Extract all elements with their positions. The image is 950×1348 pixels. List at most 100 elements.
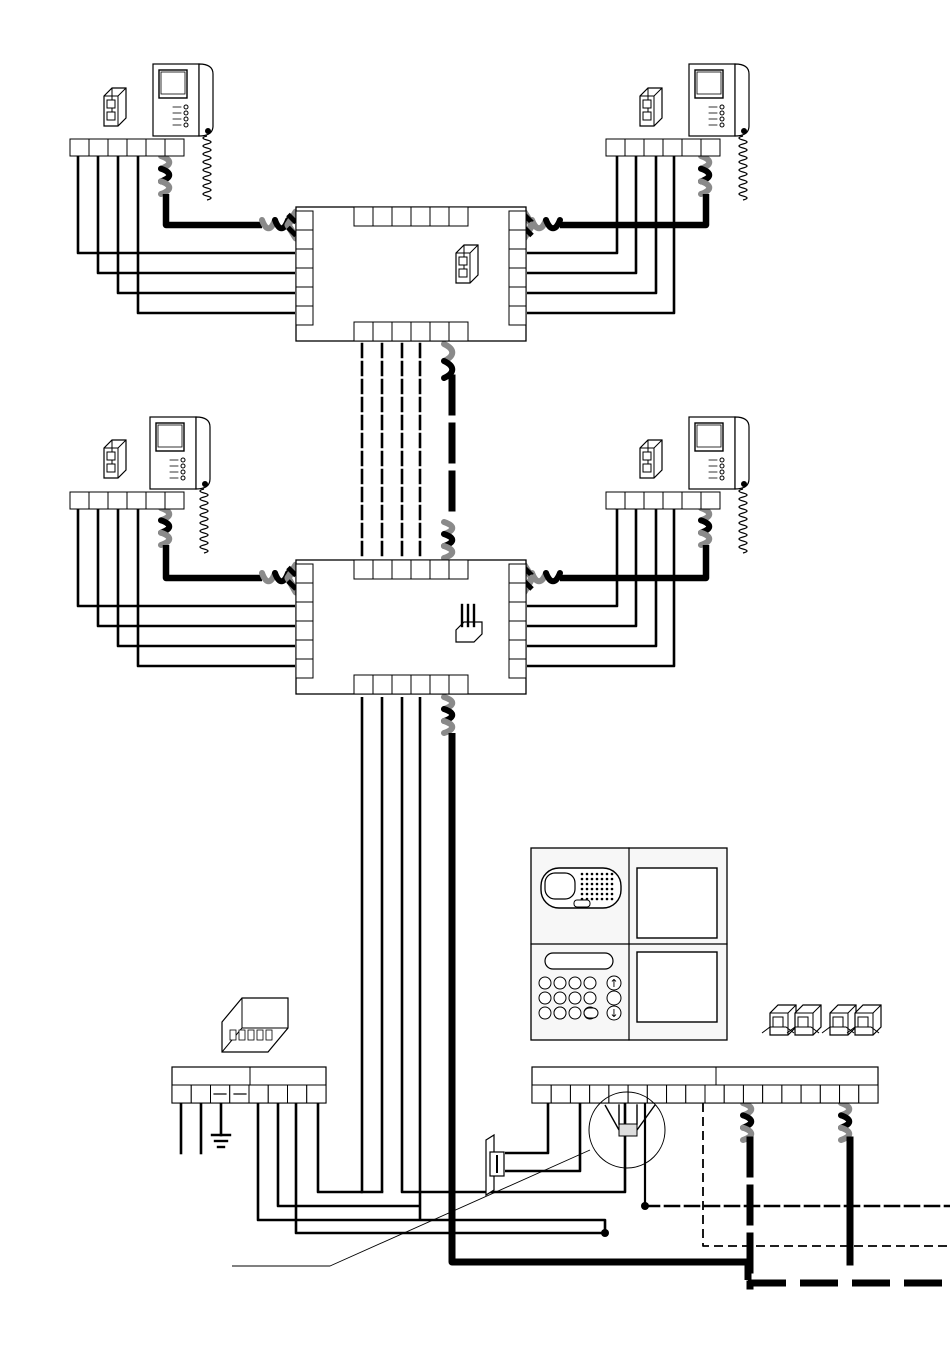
keypad-key [584,977,596,989]
ps-terminal [257,1030,263,1040]
keypad-key [584,992,596,1004]
monitor-button [720,464,724,468]
grille-hole [606,878,609,881]
connector-cap [459,257,467,265]
grille-hole [581,893,584,896]
twisted-pair [444,522,452,558]
terminal [705,1085,724,1103]
wire [278,1103,420,1206]
terminal [296,602,313,621]
terminal-strip-mid-right [606,492,720,509]
devices: ↑↓ [70,64,881,1195]
keypad-key [554,992,566,1004]
grille-hole [586,878,589,881]
connector-cap [643,452,651,460]
jumper-cap [773,1017,783,1027]
hook-icon [741,481,747,487]
connector-cap [459,269,467,277]
grille-hole [596,888,599,891]
connector-cap [643,112,651,120]
terminal [288,1085,307,1103]
monitor-button [181,470,185,474]
terminal [373,322,392,341]
terminal [89,139,108,156]
wire [166,545,262,578]
twisted-pair [288,225,296,238]
terminal [449,675,468,694]
grille-hole [601,878,604,881]
grille-hole [591,888,594,891]
wire [527,156,617,253]
grille-hole [581,888,584,891]
wire [560,545,706,578]
wire [527,508,617,606]
terminal [509,621,526,640]
keypad-key [539,1007,551,1019]
terminal [127,492,146,509]
terminal [411,207,430,226]
ps-terminal [248,1030,254,1040]
grille-hole [611,893,614,896]
keypad: ↑↓ [539,976,621,1020]
twisted-pair [841,1103,849,1140]
grille-hole [596,898,599,901]
terminal [686,1085,705,1103]
monitor-top-right [689,64,749,200]
terminal [392,560,411,579]
terminal [724,1085,743,1103]
grille-hole [606,888,609,891]
connector-cap [643,464,651,472]
monitor-button [720,105,724,109]
cord-icon [203,136,211,200]
terminal [532,1085,551,1103]
entrance-panel-icon: ↑↓ [531,848,727,1040]
terminal [296,287,313,306]
connector-cap [643,100,651,108]
distributor-body [296,560,526,694]
hook-icon [202,481,208,487]
terminal [449,560,468,579]
terminal [373,207,392,226]
keypad-key [539,977,551,989]
keypad-key [554,977,566,989]
display-window [545,953,613,969]
monitor-mid-right [689,417,749,553]
wire [527,508,636,626]
monitor-button [720,117,724,121]
ps-terminal [266,1030,272,1040]
terminal [663,139,682,156]
terminal [625,492,644,509]
grille-hole [581,883,584,886]
terminal [509,249,526,268]
wire [527,156,636,273]
terminal [609,1085,628,1103]
connector-icon [104,88,126,126]
grille-hole [586,883,589,886]
grille-hole [606,893,609,896]
grille-hole [581,873,584,876]
terminal [509,287,526,306]
terminal [509,640,526,659]
terminal [296,230,313,249]
terminal [373,560,392,579]
grille-hole [591,893,594,896]
grille-hole [596,878,599,881]
distributor-top [296,207,526,341]
terminal [644,492,663,509]
terminal [509,230,526,249]
terminal [606,139,625,156]
screen-glass [697,425,721,447]
terminal [307,1085,326,1103]
twisted-pair [161,508,169,545]
terminal [296,564,313,583]
handset-icon [196,417,210,489]
monitor-button [184,105,188,109]
terminal [296,211,313,230]
screen-glass [158,425,182,447]
terminal [820,1085,839,1103]
panel-controller-terminals [532,1067,878,1103]
monitor-button [720,470,724,474]
terminal [763,1085,782,1103]
blank-module [637,868,717,938]
monitor-button [720,111,724,115]
